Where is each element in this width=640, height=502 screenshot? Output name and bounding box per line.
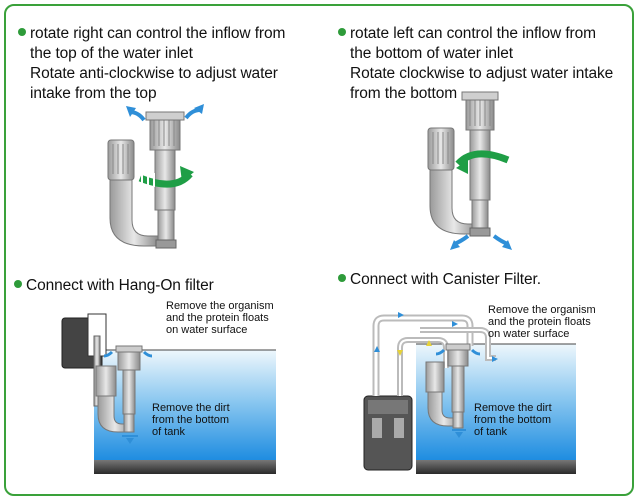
- bullet-icon: [18, 28, 26, 36]
- tank-canister: [363, 312, 576, 474]
- top-left-line-3: Rotate anti-clockwise to adjust water: [30, 65, 278, 82]
- hang-on-dirt-note-line-1: Remove the dirt: [152, 402, 230, 414]
- bullet-icon: [338, 28, 346, 36]
- hang-on-surface-note-line-2: and the protein floats: [166, 312, 269, 324]
- top-right-line-1: rotate left can control the inflow from: [350, 25, 596, 42]
- top-left-line-1: rotate right can control the inflow from: [30, 25, 286, 42]
- hang-on-surface-note: Remove the organism and the protein floa…: [166, 300, 274, 336]
- canister-surface-note-line-2: and the protein floats: [488, 316, 591, 328]
- canister-dirt-note-line-3: of tank: [474, 426, 508, 438]
- top-left-line-2: the top of the water inlet: [30, 45, 193, 62]
- top-right-line-2: the bottom of water inlet: [350, 45, 513, 62]
- top-left-text: rotate right can control the inflow from…: [18, 24, 285, 104]
- canister-dirt-note-line-1: Remove the dirt: [474, 402, 552, 414]
- top-right-line-4: from the bottom: [350, 85, 458, 102]
- hang-on-heading: Connect with Hang-On filter: [14, 276, 214, 296]
- hang-on-heading-text: Connect with Hang-On filter: [26, 277, 214, 294]
- canister-heading: Connect with Canister Filter.: [338, 270, 541, 290]
- hang-on-surface-note-line-1: Remove the organism: [166, 300, 274, 312]
- canister-dirt-note: Remove the dirt from the bottom of tank: [474, 402, 552, 438]
- canister-surface-note-line-3: on water surface: [488, 328, 570, 340]
- hang-on-dirt-note: Remove the dirt from the bottom of tank: [152, 402, 230, 438]
- tank-hang-on: [61, 313, 276, 474]
- canister-surface-note-line-1: Remove the organism: [488, 304, 596, 316]
- hang-on-dirt-note-line-2: from the bottom: [152, 414, 230, 426]
- canister-heading-text: Connect with Canister Filter.: [350, 271, 541, 288]
- skimmer-top-left: [107, 104, 204, 249]
- top-right-text: rotate left can control the inflow from …: [338, 24, 613, 104]
- hang-on-surface-note-line-3: on water surface: [166, 324, 248, 336]
- panel-border: [4, 4, 634, 496]
- hang-on-dirt-note-line-3: of tank: [152, 426, 186, 438]
- top-right-line-3: Rotate clockwise to adjust water intake: [350, 65, 614, 82]
- skimmer-top-right: [427, 91, 512, 250]
- bullet-icon: [14, 280, 22, 288]
- canister-surface-note: Remove the organism and the protein floa…: [488, 304, 596, 340]
- canister-dirt-note-line-2: from the bottom: [474, 414, 552, 426]
- bullet-icon: [338, 274, 346, 282]
- top-left-line-4: intake from the top: [30, 85, 157, 102]
